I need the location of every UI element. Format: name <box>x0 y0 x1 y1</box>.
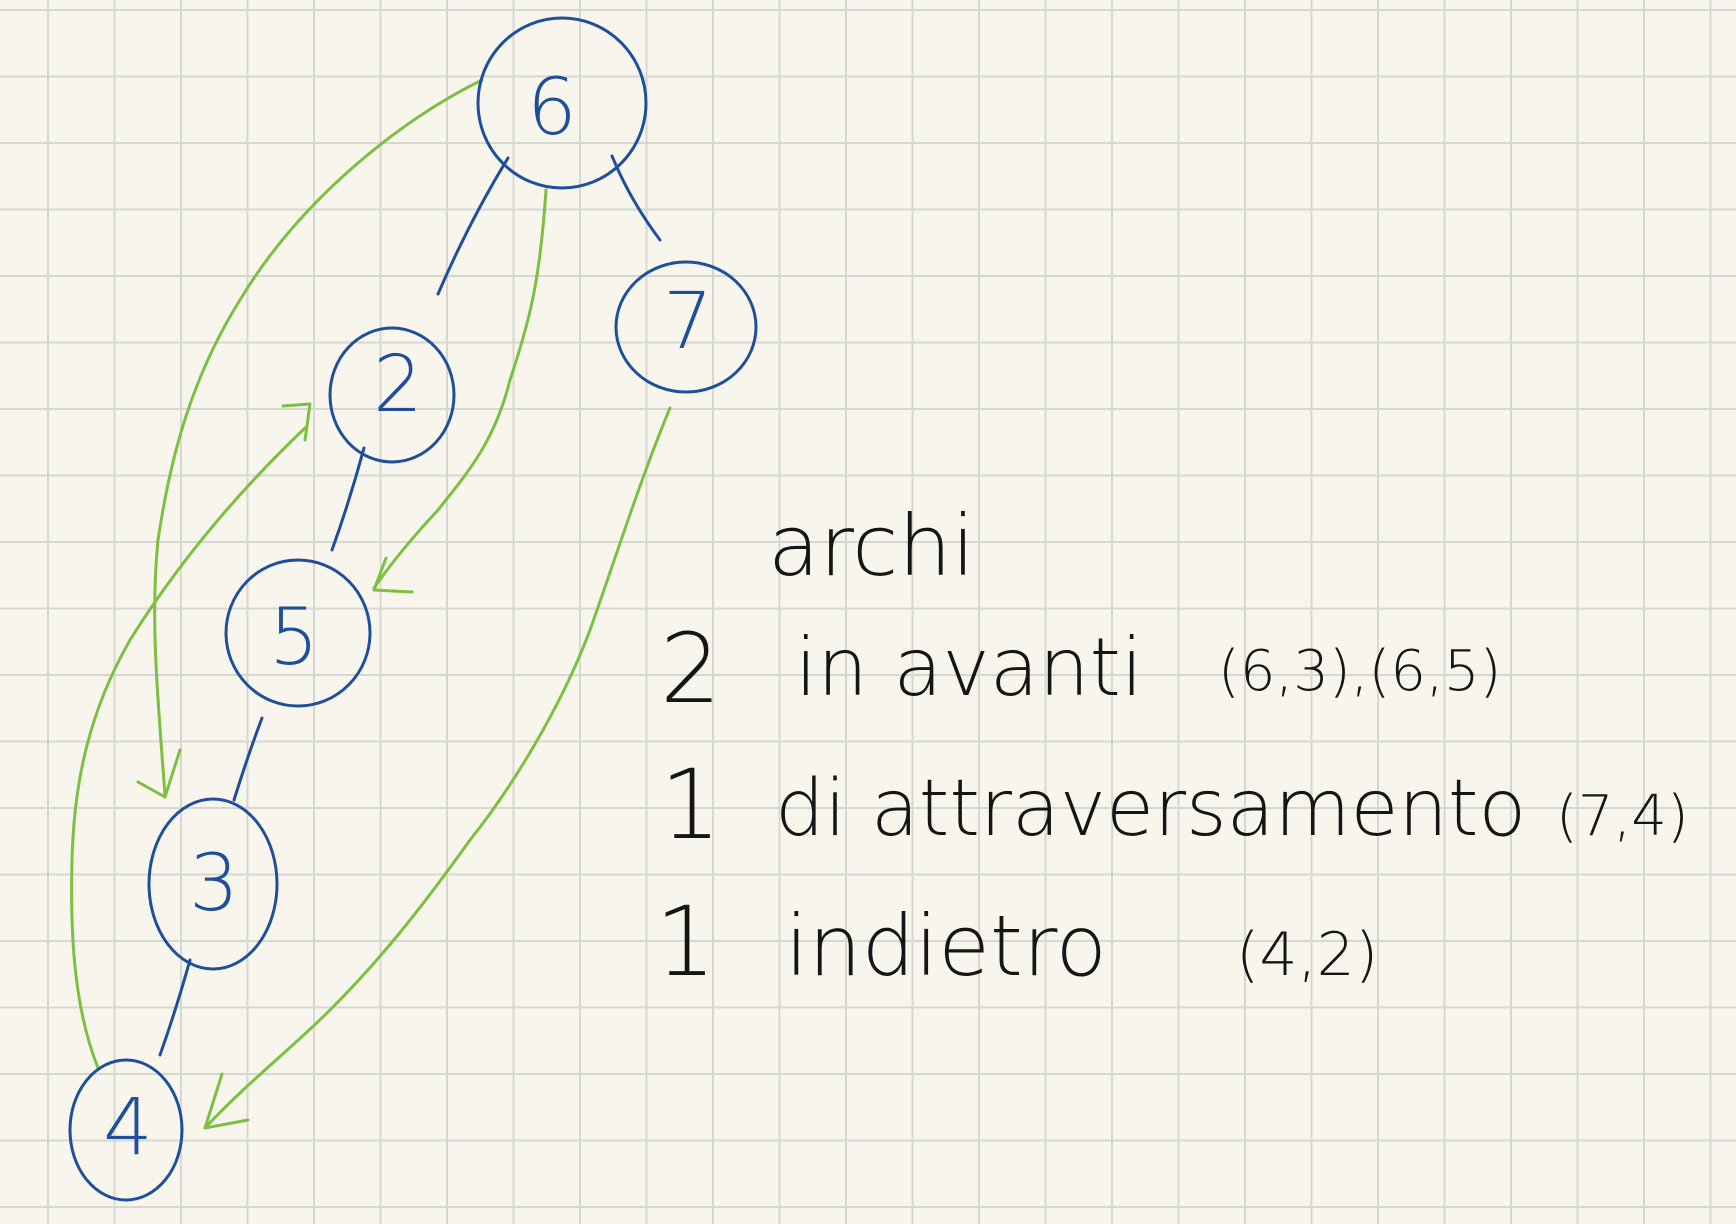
note-line-cross-edges: (7,4) <box>1556 784 1689 849</box>
arc-6-5-arrowhead <box>372 556 414 594</box>
notes-title: archi <box>768 497 975 595</box>
arc-7-4-arrowhead <box>203 1072 250 1130</box>
node-2: 2 <box>328 326 456 464</box>
note-line-forward-count: 2 <box>660 613 721 725</box>
tree-edge-6-2 <box>436 156 510 296</box>
node-5-ring <box>224 558 372 708</box>
node-4-label: 4 <box>103 1083 153 1173</box>
note-line-back-count: 1 <box>655 886 716 998</box>
node-6: 6 <box>476 16 648 190</box>
tree-edge-3-4 <box>158 958 192 1057</box>
node-7: 7 <box>614 260 758 394</box>
node-7-label: 7 <box>663 277 713 367</box>
nodes: 6 7 2 5 3 4 <box>68 16 758 1202</box>
arc-6-5 <box>372 188 548 590</box>
node-3-label: 3 <box>189 839 239 929</box>
notes: archi 2 in avanti (6,3),(6,5) 1 di attra… <box>655 497 1689 998</box>
note-line-cross-kind: di attraversamento <box>775 764 1526 854</box>
tree-edge-5-3 <box>232 716 264 802</box>
note-line-forward-kind: in avanti <box>795 621 1143 714</box>
node-4: 4 <box>68 1058 184 1202</box>
arc-7-4 <box>203 406 672 1130</box>
node-3-ring <box>147 797 279 971</box>
arc-6-3-arrowhead <box>136 748 182 799</box>
node-6-label: 6 <box>527 63 577 153</box>
node-6-ring <box>476 16 648 190</box>
arc-4-2 <box>70 426 307 1070</box>
node-3: 3 <box>147 797 279 971</box>
note-line-back-kind: indietro <box>785 897 1107 995</box>
arc-6-3 <box>153 78 484 797</box>
tree-edges <box>158 154 662 1057</box>
note-line-forward: 2 in avanti (6,3),(6,5) <box>660 613 1501 725</box>
node-7-ring <box>614 260 758 394</box>
node-5-label: 5 <box>269 593 319 683</box>
node-2-label: 2 <box>373 340 423 430</box>
arc-4-2-arrowhead <box>281 402 312 442</box>
note-line-cross-count: 1 <box>660 749 721 861</box>
node-2-ring <box>328 326 456 464</box>
note-line-cross: 1 di attraversamento (7,4) <box>660 749 1689 861</box>
green-arcs <box>70 78 672 1130</box>
note-line-back: 1 indietro (4,2) <box>655 886 1378 998</box>
tree-edge-2-5 <box>330 446 366 552</box>
node-4-ring <box>68 1058 184 1202</box>
node-5: 5 <box>224 558 372 708</box>
note-line-back-edges: (4,2) <box>1236 920 1378 990</box>
tree-edge-6-7 <box>610 154 662 242</box>
note-line-forward-edges: (6,3),(6,5) <box>1218 639 1501 704</box>
